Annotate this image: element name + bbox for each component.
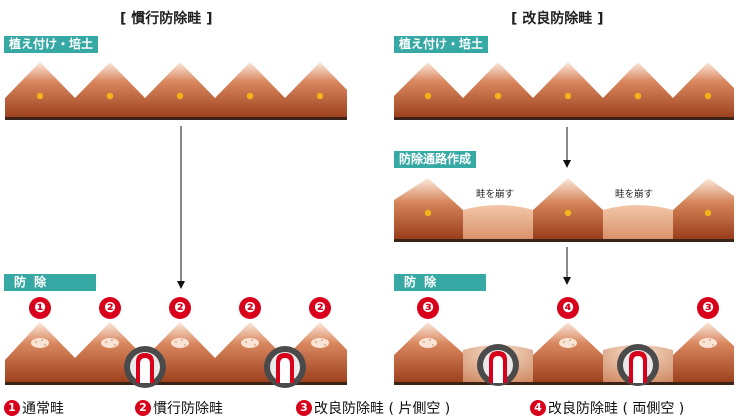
marker-3: ❸ bbox=[697, 297, 719, 319]
legend-text: 改良防除畦 ( 片側空 ) bbox=[314, 401, 451, 417]
right-mid-ridges bbox=[394, 178, 734, 242]
legend-number: 1 bbox=[4, 400, 20, 416]
legend-number: 4 bbox=[530, 400, 546, 416]
right-bottom-ridges bbox=[394, 322, 734, 386]
right-top-ridges bbox=[394, 62, 734, 120]
legend-item-3: 3 改良防除畦 ( 片側空 ) bbox=[296, 398, 450, 418]
legend-item-2: 2 慣行防除畦 bbox=[135, 398, 223, 418]
tire-right-2 bbox=[617, 344, 659, 386]
marker-4: ❹ bbox=[557, 297, 579, 319]
left-title: [ 慣行防除畦 ] bbox=[120, 11, 213, 27]
legend-item-4: 4 改良防除畦 ( 両側空 ) bbox=[530, 398, 684, 418]
tire-right-1 bbox=[477, 344, 519, 386]
marker-3: ❸ bbox=[417, 297, 439, 319]
legend-text: 慣行防除畦 bbox=[153, 401, 223, 417]
legend-number: 2 bbox=[135, 400, 151, 416]
left-bottom-ridges bbox=[5, 322, 347, 388]
pest-control-tag-left: 防 除 bbox=[4, 274, 96, 291]
marker-2: ❷ bbox=[309, 297, 331, 319]
marker-2: ❷ bbox=[239, 297, 261, 319]
marker-2: ❷ bbox=[99, 297, 121, 319]
break-ridge-label-2: 畦を崩す bbox=[615, 189, 654, 200]
tire-left-1 bbox=[124, 346, 166, 388]
marker-2: ❷ bbox=[169, 297, 191, 319]
pest-control-tag-right: 防 除 bbox=[394, 274, 486, 291]
arrows bbox=[177, 126, 571, 289]
right-title: [ 改良防除畦 ] bbox=[511, 11, 604, 27]
marker-1: ❶ bbox=[29, 297, 51, 319]
planting-tag-right: 植え付け・培土 bbox=[394, 36, 489, 53]
passage-tag: 防除通路作成 bbox=[394, 151, 477, 168]
legend-text: 改良防除畦 ( 両側空 ) bbox=[548, 401, 685, 417]
break-ridge-label-1: 畦を崩す bbox=[476, 189, 515, 200]
legend-item-1: 1 通常畦 bbox=[4, 398, 64, 418]
left-top-ridges bbox=[5, 62, 347, 120]
legend-text: 通常畦 bbox=[22, 401, 64, 417]
tire-left-2 bbox=[264, 346, 306, 388]
legend-number: 3 bbox=[296, 400, 312, 416]
planting-tag-left: 植え付け・培土 bbox=[4, 36, 99, 53]
